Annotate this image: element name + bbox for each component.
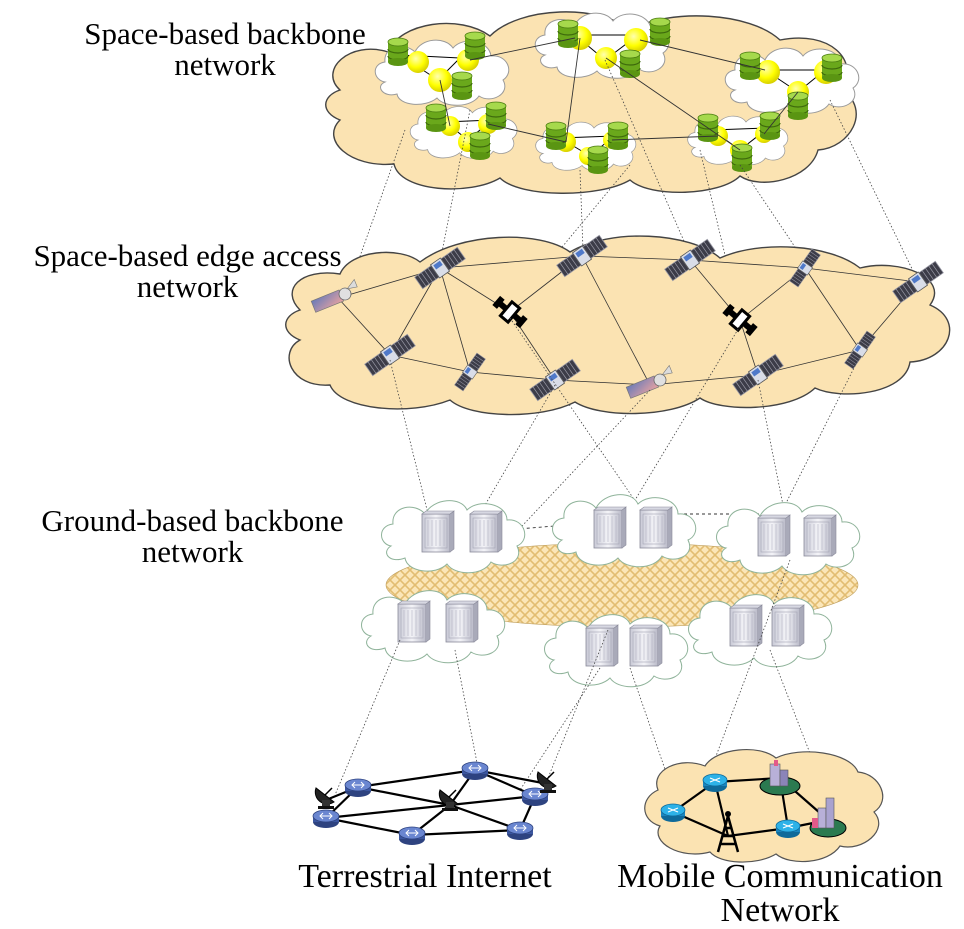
building-icon	[759, 760, 801, 796]
terrestrial-links	[325, 768, 549, 837]
space-backbone-label: Space-based backbone network	[40, 18, 410, 80]
space-edge-access-label-line1: Space-based edge access	[33, 238, 342, 273]
router-icon	[344, 778, 372, 798]
space-backbone-label-line2: network	[174, 47, 276, 82]
mobile-network-label-line1: Mobile Communication	[617, 858, 943, 895]
ground-server-cluster	[688, 594, 833, 668]
ground-backbone-label-line1: Ground-based backbone	[41, 503, 344, 538]
backbone-cluster	[724, 47, 860, 121]
inter-layer-links	[347, 59, 916, 319]
mobile-network-label: Mobile Communication Network	[600, 860, 960, 928]
terrestrial-internet-label: Terrestrial Internet	[280, 860, 570, 894]
ground-backbone-label: Ground-based backbone network	[10, 505, 375, 567]
ground-server-cluster	[361, 590, 506, 664]
router-icon	[312, 809, 340, 829]
mobile-network-label-line2: Network	[720, 892, 840, 929]
backbone-links	[439, 37, 799, 151]
backbone-cluster	[409, 101, 518, 161]
ground-backbone-label-line2: network	[141, 534, 244, 569]
space-edge-access-cloud	[285, 235, 951, 416]
router-icon	[775, 819, 801, 839]
space-edge-access-label: Space-based edge access network	[0, 240, 375, 302]
cell-tower-icon	[716, 811, 740, 853]
router-icon	[702, 773, 728, 793]
space-backbone-label-line1: Space-based backbone	[84, 16, 366, 51]
router-icon	[398, 826, 426, 846]
terrestrial-internet-label-text: Terrestrial Internet	[298, 858, 552, 895]
space-edge-access-label-line2: network	[136, 269, 239, 304]
router-icon	[461, 761, 489, 781]
inter-layer-links	[334, 559, 831, 806]
ground-server-cluster	[381, 500, 526, 574]
ground-server-cluster	[544, 614, 689, 688]
router-icon	[660, 803, 686, 823]
router-icon	[506, 821, 534, 841]
building-icon	[809, 797, 847, 838]
